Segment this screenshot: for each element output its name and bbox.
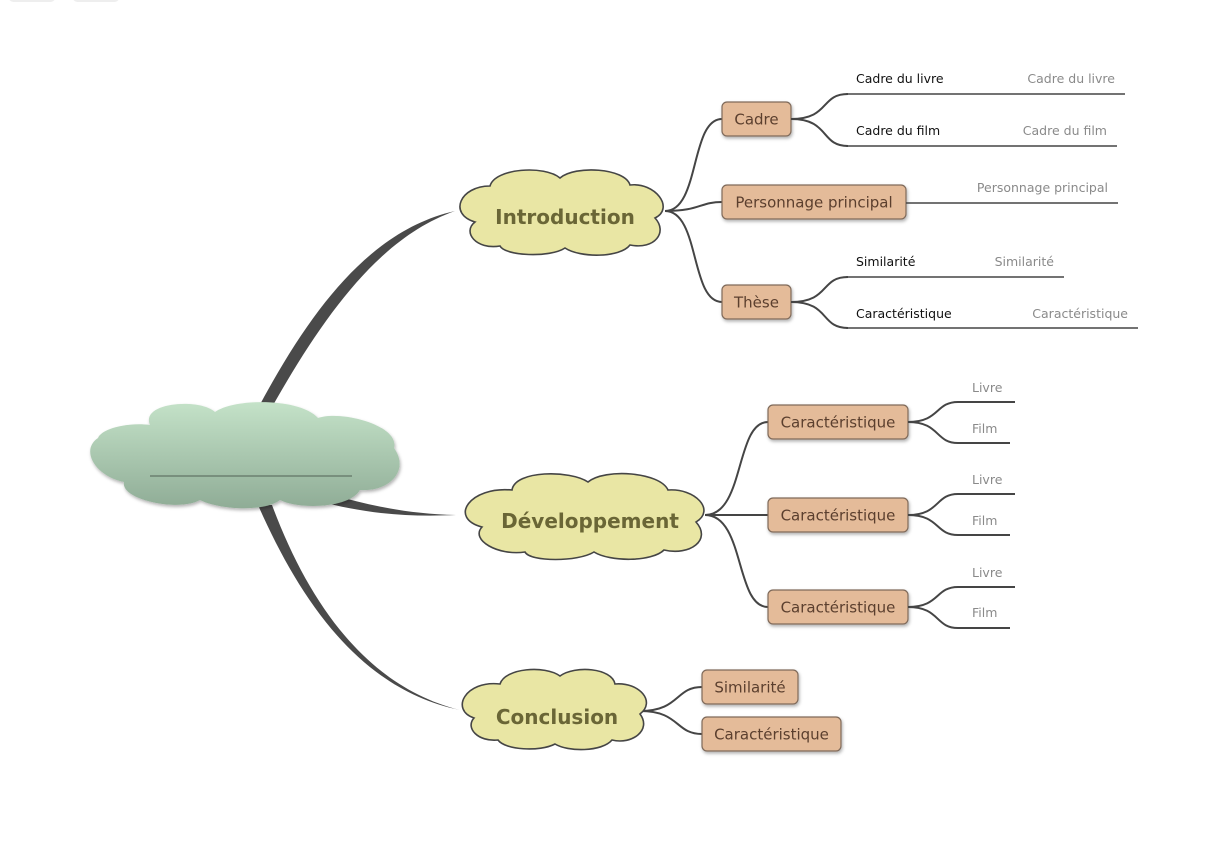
subtopic-caracteristique-1-label: Caractéristique: [781, 414, 896, 432]
subtopic-caracteristique-3-label: Caractéristique: [781, 599, 896, 617]
leaf-these-caracteristique[interactable]: Caractéristique: [856, 306, 952, 321]
edge-branch-2-livre: [907, 493, 1015, 516]
topic-developpement[interactable]: Développement: [464, 472, 705, 561]
edge-introduction-these: [664, 210, 723, 303]
edge-central-conclusion: [258, 505, 460, 710]
leaf-branch-1-film[interactable]: Film: [972, 421, 997, 436]
leaf-these-similarite-note[interactable]: Similarité: [995, 254, 1055, 269]
leaf-cadre-film-note[interactable]: Cadre du film: [1023, 123, 1107, 138]
subtopic-conclusion-similarite[interactable]: [701, 669, 799, 705]
edge-introduction-personnage: [664, 201, 723, 212]
edge-branch-3-livre: [907, 586, 1015, 608]
leaf-branch-3-livre[interactable]: Livre: [972, 565, 1003, 580]
leaf-cadre-film[interactable]: Cadre du film: [856, 123, 940, 138]
edge-cadre-livre: [790, 93, 849, 120]
leaf-branch-2-livre[interactable]: Livre: [972, 472, 1003, 487]
leaf-these-caracteristique-note[interactable]: Caractéristique: [1032, 306, 1128, 321]
topic-introduction-label: Introduction: [495, 205, 635, 229]
toolbar-button-left[interactable]: [8, 0, 56, 2]
leaf-personnage-note[interactable]: Personnage principal: [977, 180, 1108, 195]
subtopic-these-label: Thèse: [733, 294, 779, 312]
subtopic-caracteristique-2-label: Caractéristique: [781, 507, 896, 525]
topic-developpement-label: Développement: [501, 509, 679, 533]
edge-branch-2-film: [907, 514, 1010, 536]
subtopic-conclusion-similarite-label: Similarité: [714, 679, 785, 697]
subtopic-cadre-label: Cadre: [734, 111, 778, 129]
subtopic-personnage-principal[interactable]: [721, 184, 907, 220]
edge-conclusion-similarite: [639, 686, 703, 712]
edge-these-caracteristique: [790, 301, 849, 329]
subtopic-conclusion-caracteristique-label: Caractéristique: [714, 726, 829, 744]
edge-developpement-branch-1: [704, 421, 769, 516]
topic-introduction[interactable]: Introduction: [459, 169, 664, 256]
toolbar-button-right[interactable]: [72, 0, 120, 2]
leaf-branch-1-livre[interactable]: Livre: [972, 380, 1003, 395]
leaf-cadre-livre-note[interactable]: Cadre du livre: [1027, 71, 1115, 86]
leaf-branch-3-film[interactable]: Film: [972, 605, 997, 620]
edge-cadre-film: [790, 118, 849, 147]
leaf-cadre-livre[interactable]: Cadre du livre: [856, 71, 944, 86]
topic-conclusion[interactable]: Conclusion: [461, 668, 647, 751]
leaf-branch-2-film[interactable]: Film: [972, 513, 997, 528]
topic-conclusion-label: Conclusion: [496, 705, 618, 729]
edge-central-developpement: [330, 494, 456, 516]
edge-branch-1-livre: [907, 401, 1015, 423]
edge-these-similarite: [790, 276, 849, 303]
subtopic-conclusion-caracteristique[interactable]: [701, 716, 842, 752]
edge-branch-1-film: [907, 421, 1010, 444]
leaf-these-similarite[interactable]: Similarité: [856, 254, 916, 269]
edge-branch-3-film: [907, 606, 1010, 629]
subtopic-personnage-principal-label: Personnage principal: [735, 194, 892, 212]
edge-introduction-cadre: [664, 118, 723, 212]
central-topic[interactable]: [90, 402, 400, 509]
edge-central-introduction: [256, 211, 455, 414]
edge-conclusion-caracteristique: [639, 710, 703, 735]
edge-developpement-branch-3: [704, 514, 769, 608]
